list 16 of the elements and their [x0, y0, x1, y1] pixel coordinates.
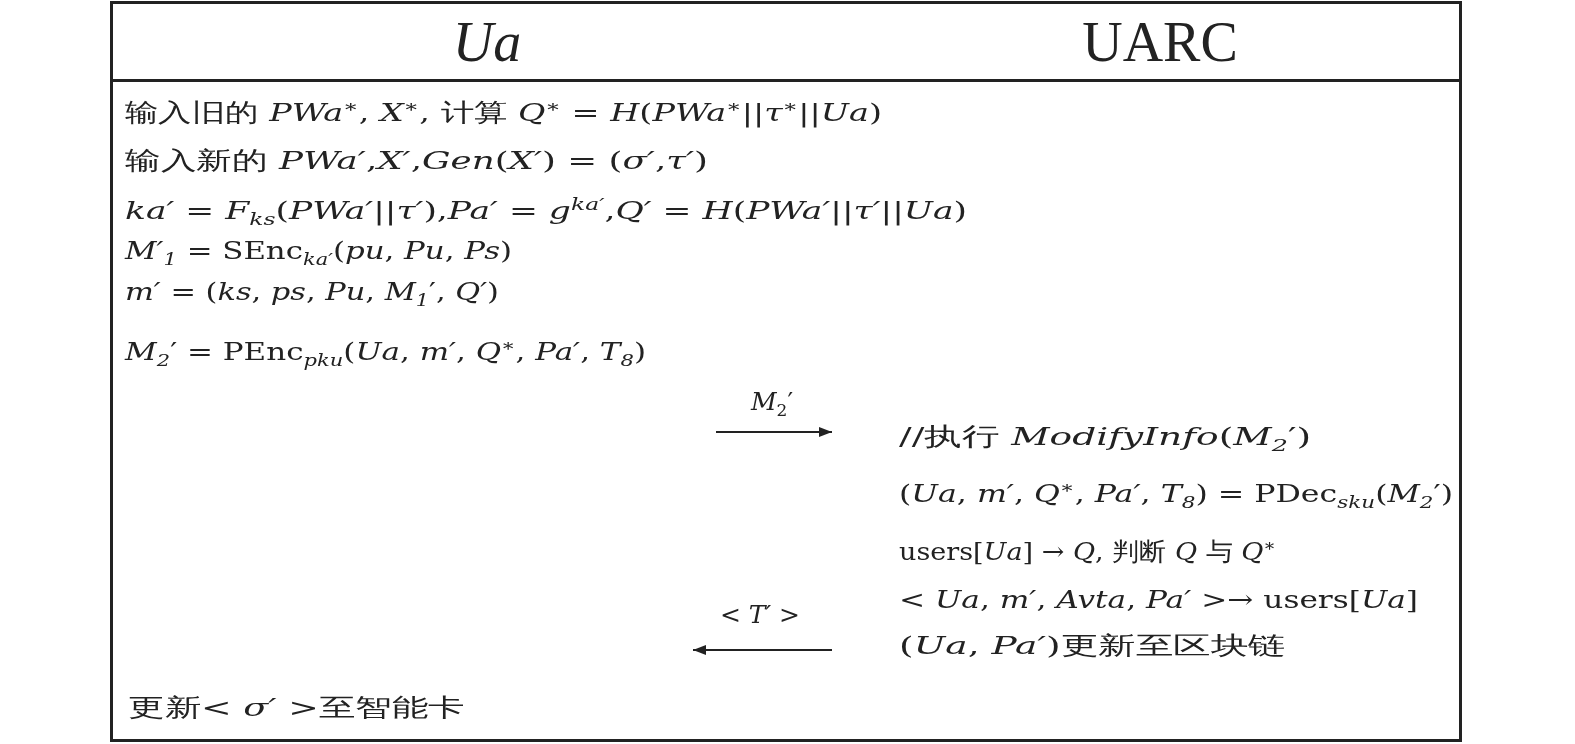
column-heading: Ua [452, 12, 522, 72]
protocol-step: users[Ua] → Q, 判断 Q 与 Q$^{∗}$ [899, 536, 1276, 568]
protocol-step: ka′ = F$_{ks}$(PWa′||τ′),Pa′ = g$^{ka′}$,Q′ = H(PWa′||τ′||Ua) [125, 195, 967, 227]
protocol-step: //执行 ModifyInfo(M$_{2}$′) [899, 421, 1312, 453]
protocol-step: 输入新的 PWa′,X′,Gen(X′) = (σ′,τ′) [125, 145, 708, 177]
message-label: M$_{2}$′ [750, 386, 794, 418]
protocol-step: m′ = (ks, ps, Pu, M$_{1}$′, Q′) [125, 276, 499, 308]
protocol-step: M′$_{1}$ = SEnc$_{ka′}$(pu, Pu, Ps) [125, 235, 512, 267]
protocol-step: < Ua, m′, Avta, Pa′ >→ users[Ua] [899, 584, 1418, 616]
column-heading: UARC [1082, 12, 1238, 72]
protocol-step: (Ua, Pa′)更新至区块链 [899, 630, 1286, 662]
protocol-step: 更新< σ′ >至智能卡 [128, 692, 465, 724]
protocol-step: (Ua, m′, Q$^{∗}$, Pa′, T$_{8}$) = PDec$_{sku}$(M$_{2}$′) [899, 478, 1453, 510]
protocol-step: M$_{2}$′ = PEnc$_{pku}$(Ua, m′, Q$^{∗}$, Pa′, T$_{8}$) [125, 336, 646, 368]
protocol-step: 输入旧的 PWa$^{∗}$, X$^{∗}$, 计算 Q$^{∗}$ = H(PWa$^{∗}$||τ$^{∗}$||Ua) [125, 97, 882, 129]
message-label: < T′ > [719, 599, 801, 631]
